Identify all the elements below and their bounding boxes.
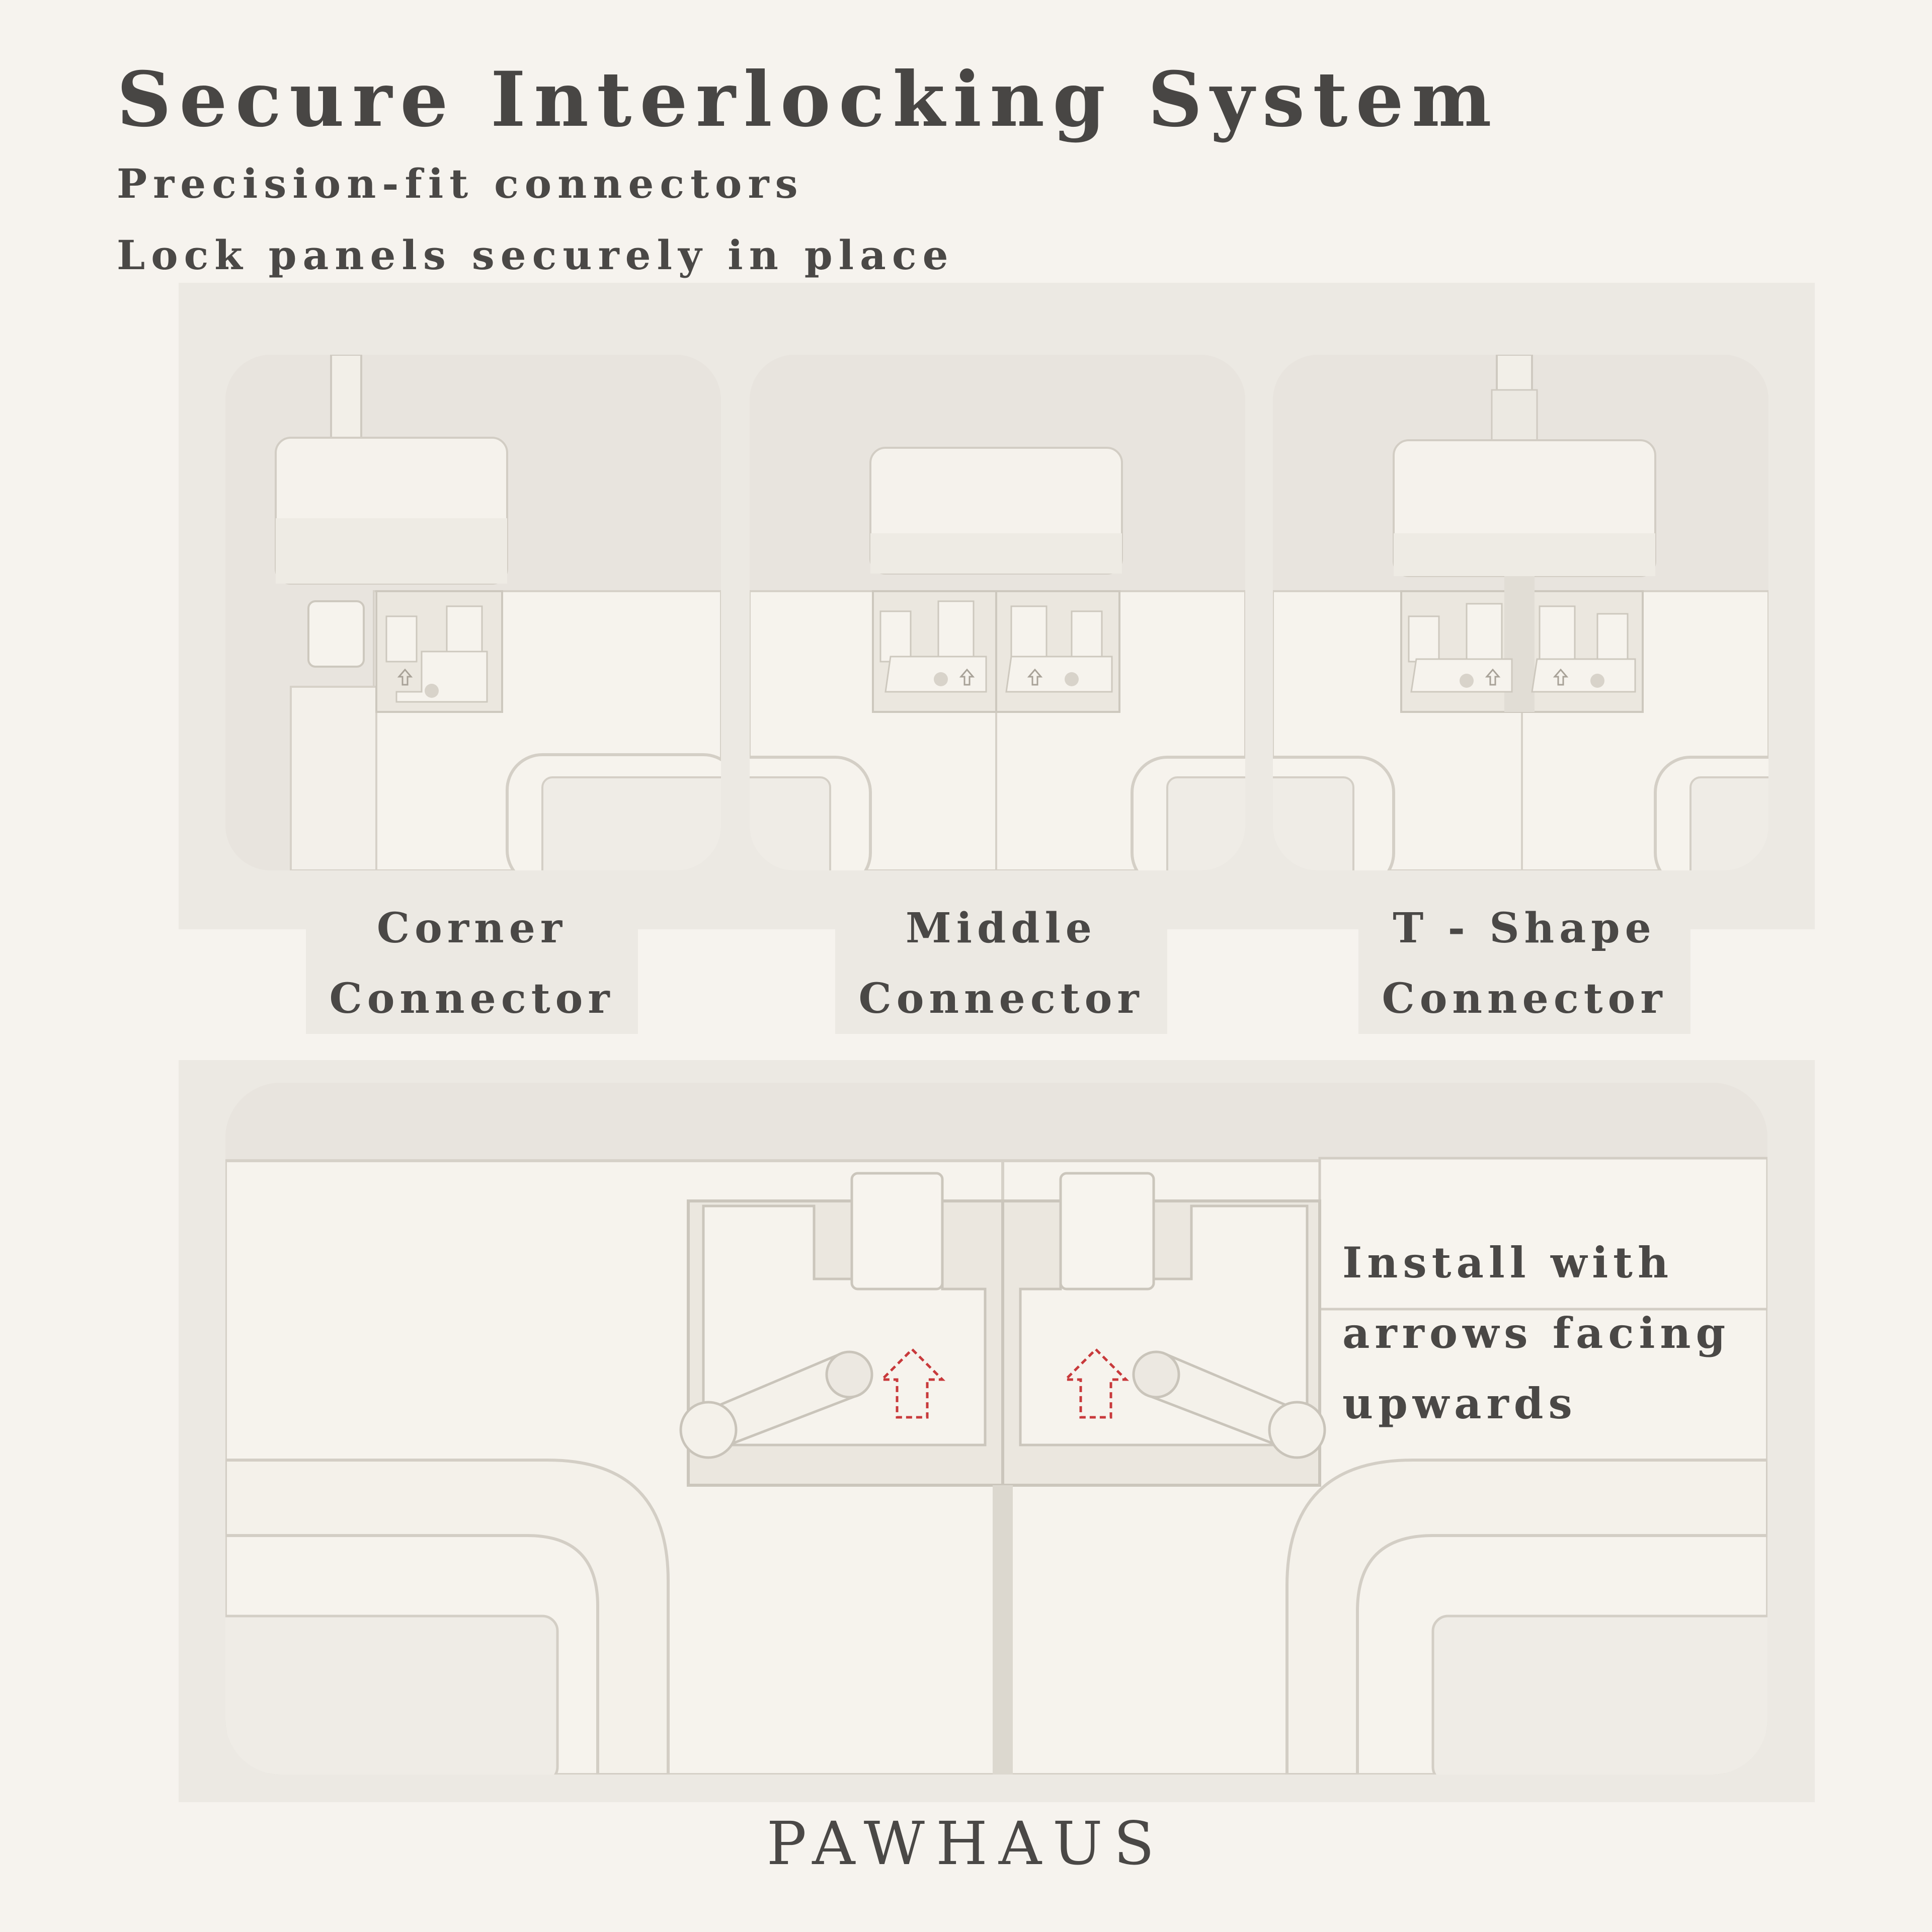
brand-logo: PAWHAUS bbox=[766, 1809, 1166, 1878]
caption-line-1: Middle bbox=[906, 904, 1097, 952]
install-line-1: Install with bbox=[1342, 1238, 1674, 1287]
page-title: Secure Interlocking System bbox=[117, 55, 1500, 144]
caption-line-2: Connector bbox=[329, 975, 615, 1023]
t-shape-connector-caption: T - Shape Connector bbox=[1358, 893, 1691, 1034]
corner-connector-caption: Corner Connector bbox=[306, 893, 638, 1034]
caption-line-2: Connector bbox=[858, 975, 1144, 1023]
t-shape-connector-image bbox=[1273, 355, 1768, 870]
install-line-2: arrows facing bbox=[1342, 1308, 1731, 1358]
caption-line-2: Connector bbox=[1382, 975, 1667, 1023]
corner-connector-image bbox=[225, 355, 721, 870]
install-instruction: Install with arrows facing upwards bbox=[1342, 1228, 1730, 1439]
install-detail-image bbox=[225, 1083, 1767, 1775]
subtitle-line-1: Precision-fit connectors bbox=[117, 160, 804, 207]
middle-connector-image bbox=[750, 355, 1245, 870]
middle-connector-caption: Middle Connector bbox=[835, 893, 1167, 1034]
caption-line-1: T - Shape bbox=[1393, 904, 1656, 952]
install-line-3: upwards bbox=[1342, 1379, 1577, 1428]
subtitle-line-2: Lock panels securely in place bbox=[117, 231, 954, 279]
caption-line-1: Corner bbox=[376, 904, 568, 952]
